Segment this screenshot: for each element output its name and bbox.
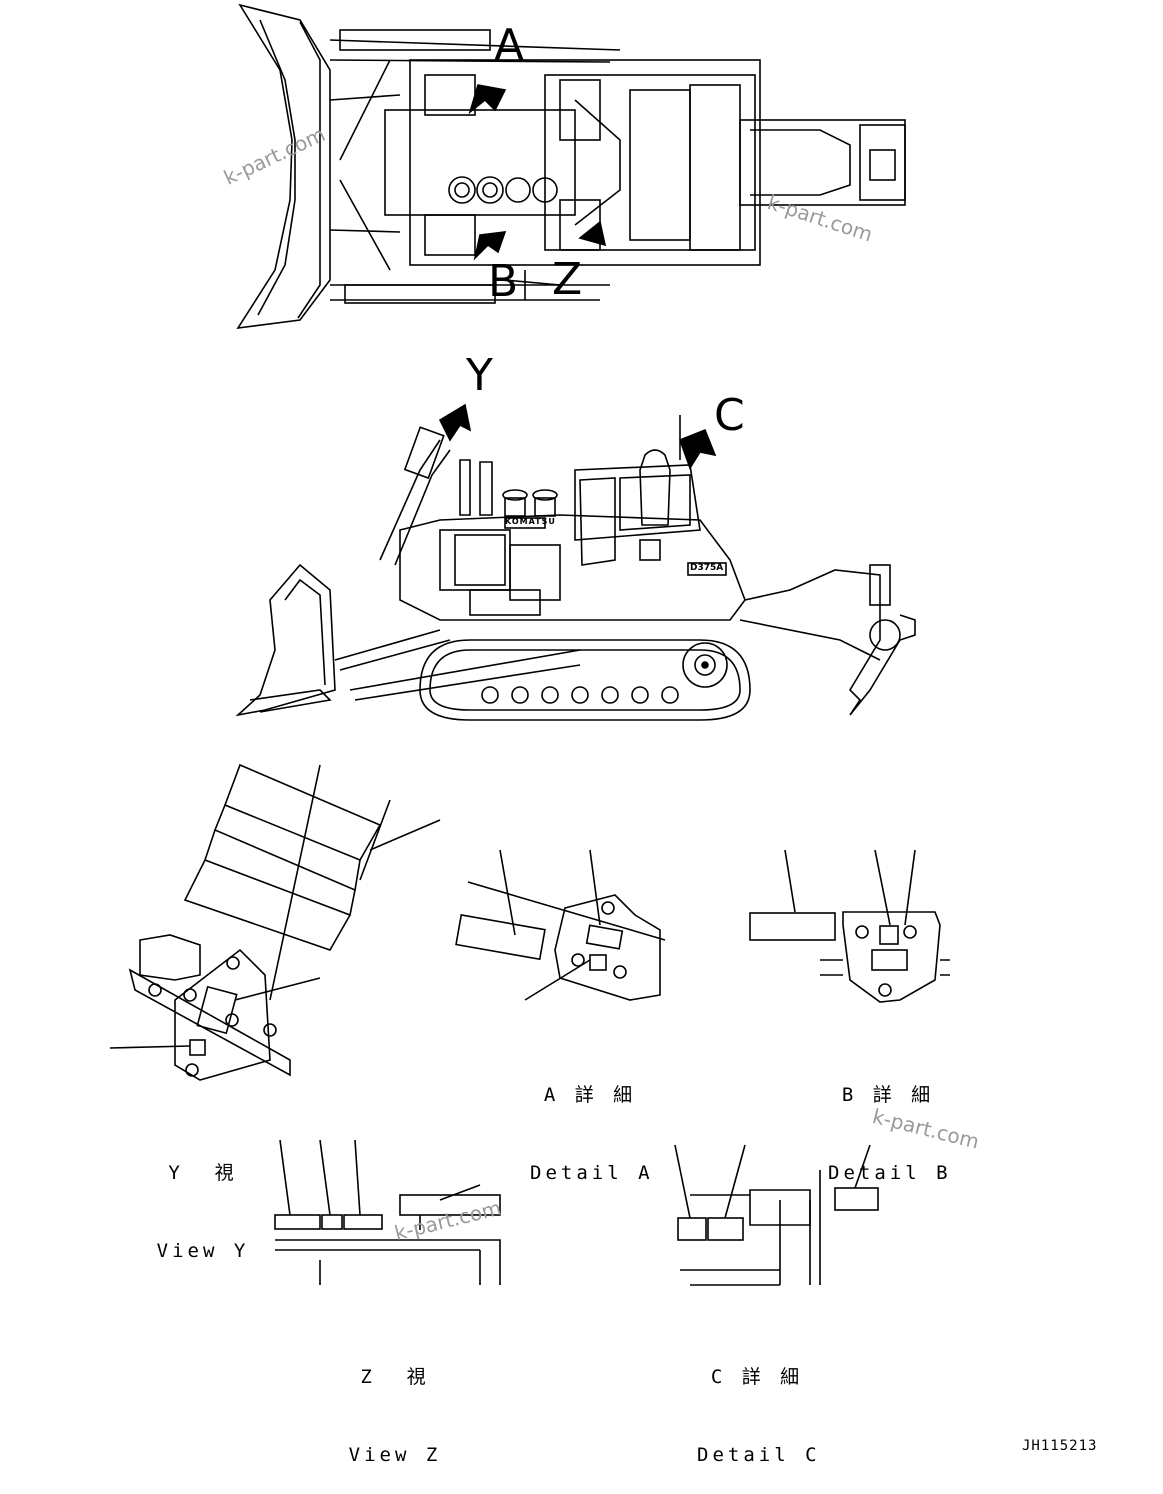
caption-view-z-en: View Z (348, 1444, 442, 1466)
caption-detail-a: A 詳 細 Detail A (530, 1030, 650, 1212)
callout-c: C (714, 390, 745, 441)
detail-c-drawing (674, 1144, 879, 1286)
top-view (236, 3, 906, 330)
drawing-code: JH115213 (1022, 1438, 1098, 1454)
caption-detail-b-en: Detail B (828, 1162, 952, 1184)
callout-b: B (488, 256, 519, 307)
caption-detail-a-en: Detail A (530, 1162, 654, 1184)
caption-view-z-jp: Z 視 (360, 1366, 430, 1388)
callout-z: Z (552, 254, 583, 305)
view-y-drawing (109, 763, 441, 1081)
model-label: D375A (690, 563, 724, 573)
caption-detail-c: C 詳 細 Detail C (697, 1312, 817, 1494)
caption-detail-a-jp: A 詳 細 (543, 1084, 637, 1106)
side-view (235, 403, 916, 721)
caption-view-y-en: View Y (156, 1240, 250, 1262)
brand-label: KOMATSU (505, 517, 556, 526)
detail-b-drawing (749, 849, 950, 1003)
caption-detail-c-en: Detail C (697, 1444, 821, 1466)
caption-view-y-jp: Y 視 (168, 1162, 238, 1184)
caption-view-z: Z 視 View Z (340, 1312, 450, 1494)
caption-detail-b-jp: B 詳 細 (841, 1084, 935, 1106)
detail-a-drawing (455, 849, 666, 1001)
caption-view-y: Y 視 View Y (148, 1108, 258, 1290)
view-z-drawing (274, 1139, 501, 1285)
caption-detail-b: B 詳 細 Detail B (828, 1030, 948, 1212)
caption-detail-c-jp: C 詳 細 (710, 1366, 804, 1388)
callout-a: A (494, 20, 525, 71)
callout-y: Y (466, 350, 493, 401)
